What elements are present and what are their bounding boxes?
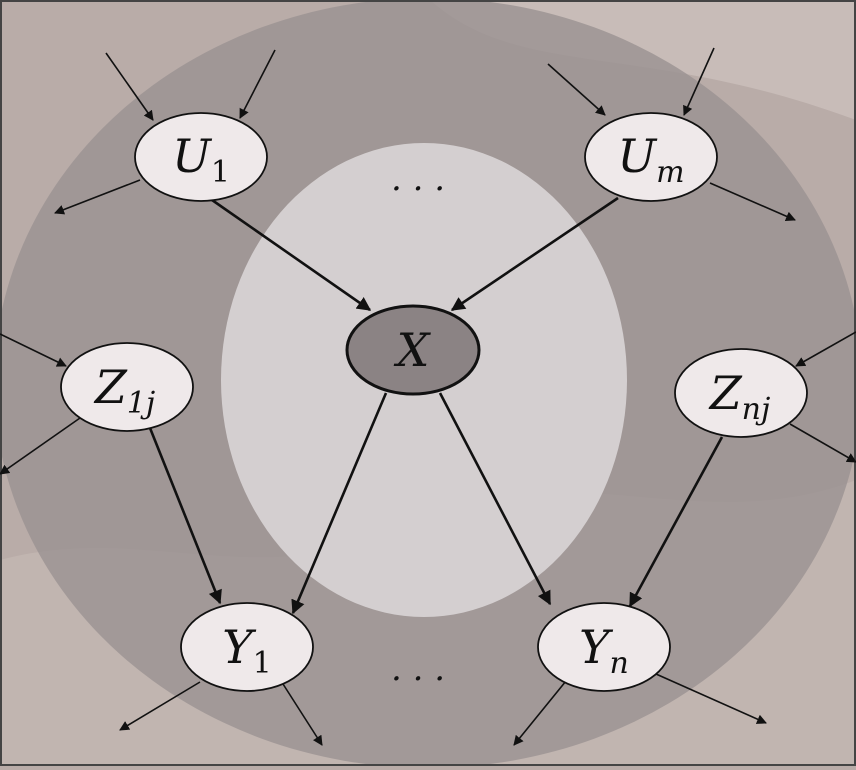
node-u1: U1 <box>134 112 268 202</box>
edge-into-u1-right <box>239 49 276 119</box>
edge-z1j-to-y1 <box>148 427 222 605</box>
edge-um-to-x <box>450 196 619 312</box>
edge-x-to-yn <box>438 392 552 606</box>
edge-out-of-znj <box>789 423 856 463</box>
edge-out-of-yn-left <box>513 680 567 746</box>
edge-out-of-y1-left <box>119 681 201 731</box>
node-u1-label: U1 <box>172 129 230 190</box>
edge-into-um-left <box>547 63 606 116</box>
edge-into-znj <box>795 331 856 367</box>
edge-into-um-right <box>683 47 715 116</box>
edge-x-to-y1 <box>291 392 388 615</box>
edge-out-of-u1 <box>54 179 141 215</box>
node-x-label: X <box>394 323 432 377</box>
node-yn-label: Yn <box>579 620 629 681</box>
edge-into-u1-left <box>105 52 154 121</box>
edge-out-of-y1-right <box>282 683 323 746</box>
node-y1: Y1 <box>180 602 314 692</box>
node-znj-label: Znj <box>708 366 771 427</box>
edge-into-z1j <box>0 333 67 367</box>
node-z1j: Z1j <box>60 342 194 432</box>
node-um-label: Um <box>617 129 684 190</box>
ellipsis-top: . . . <box>391 159 445 199</box>
node-um: Um <box>584 112 718 202</box>
edge-znj-to-yn <box>628 436 724 608</box>
ellipsis-bottom: . . . <box>391 649 445 689</box>
node-znj: Znj <box>674 348 808 438</box>
node-yn: Yn <box>537 602 671 692</box>
node-z1j-label: Z1j <box>93 360 155 421</box>
node-y1-label: Y1 <box>222 620 271 681</box>
edge-out-of-um <box>709 182 796 221</box>
edge-out-of-yn-right <box>655 673 767 724</box>
edge-u1-to-x <box>211 198 372 312</box>
node-x: X <box>345 304 481 396</box>
edge-out-of-z1j <box>0 417 81 475</box>
